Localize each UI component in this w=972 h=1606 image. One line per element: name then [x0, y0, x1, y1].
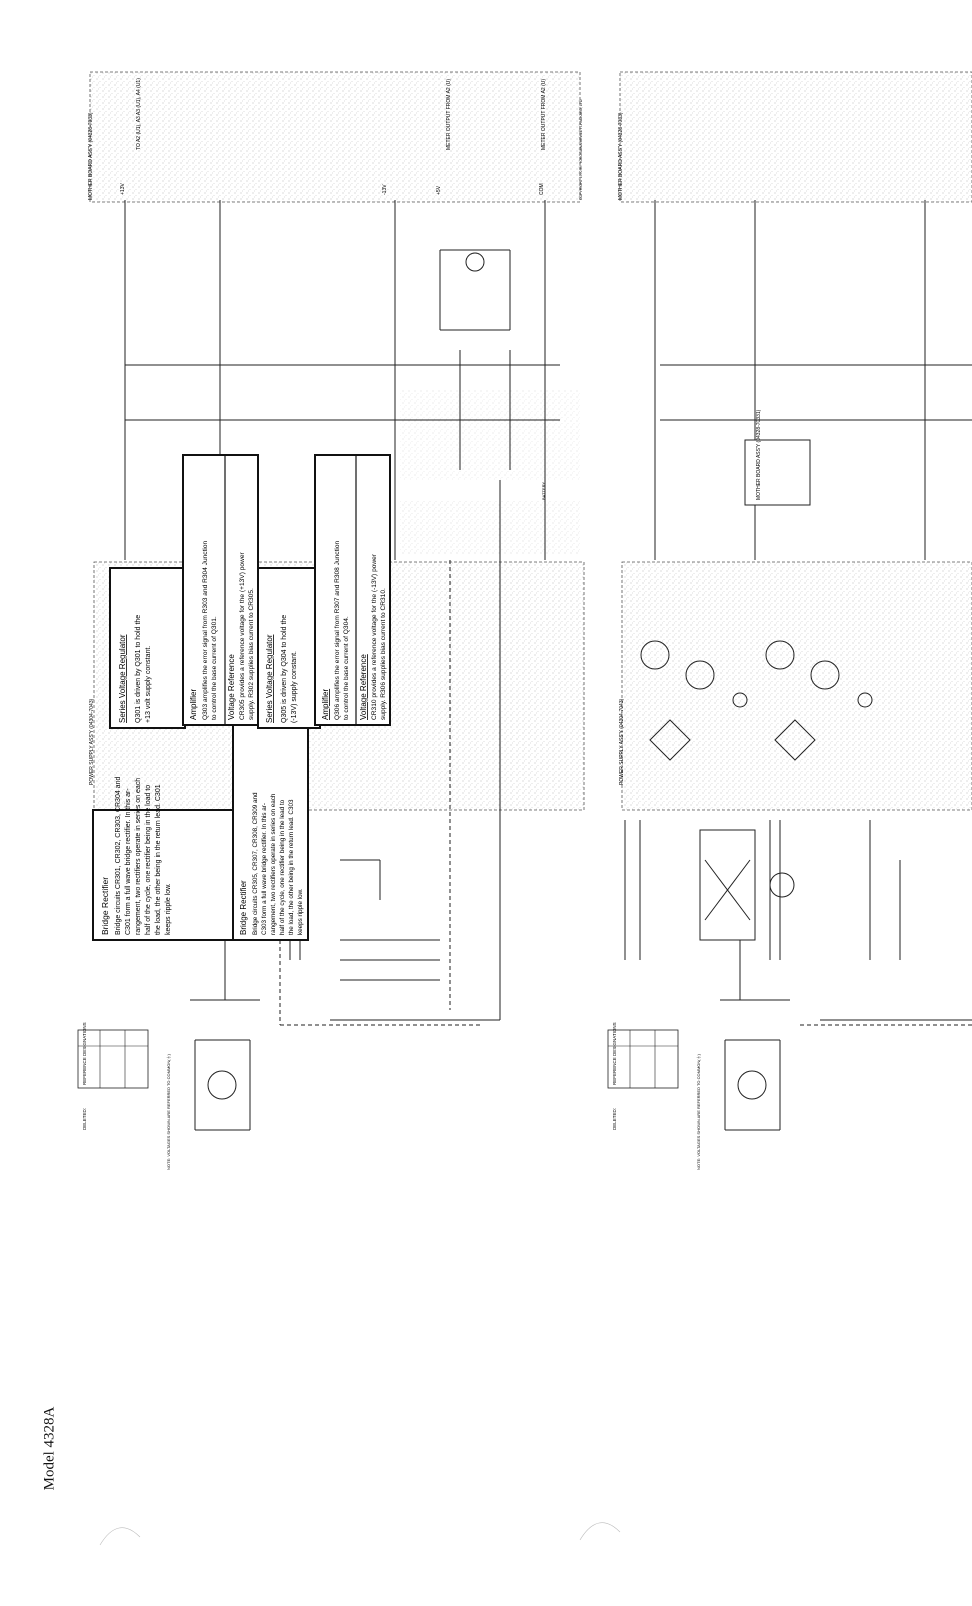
svg-text:Voltage Reference: Voltage Reference [359, 654, 368, 720]
svg-text:Amplifier: Amplifier [189, 689, 198, 720]
right-panel: REFERENCE DESIGNATIONS DELETED: NOTE: VO… [607, 71, 972, 1170]
output-label-2: METER OUTPUT FROM A2 (U) [446, 79, 452, 150]
svg-text:half of the cycle, one rectifi: half of the cycle, one rectifier being i… [145, 785, 152, 935]
output-label-3: METER OUTPUT FROM A2 (U) [541, 79, 547, 150]
svg-text:rangement, two rectifiers oper: rangement, two rectifiers operate in ser… [135, 778, 142, 935]
svg-text:keeps ripple low.: keeps ripple low. [165, 883, 172, 935]
svg-text:Series Voltage Regulator: Series Voltage Regulator [265, 634, 274, 723]
svg-text:Bridge circuits CR305, CR307,: Bridge circuits CR305, CR307, CR308, CR3… [252, 792, 259, 935]
page-mark-2 [579, 1522, 621, 1541]
left-mb-title: MOTHER BOARD ASS'Y (04328-7033) [88, 112, 94, 200]
rail-label-2: -13V [382, 184, 388, 195]
left-ref-header: REFERENCE DESIGNATIONS [82, 1022, 87, 1085]
svg-text:Amplifier: Amplifier [321, 689, 330, 720]
right-mb-title: MOTHER BOARD ASS'Y (04328-7033) [618, 112, 624, 200]
svg-text:+13 volt supply constant.: +13 volt supply constant. [145, 646, 152, 723]
right-inset-title: MOTHER BOARD ASS'Y (04328-70331) [756, 409, 762, 500]
svg-text:Bridge Rectifier: Bridge Rectifier [100, 877, 110, 935]
right-ref-table: REFERENCE DESIGNATIONS DELETED: [607, 1022, 679, 1130]
svg-text:the load, the other being in t: the load, the other being in the return … [155, 784, 162, 935]
rail-label-4: COM [539, 183, 545, 195]
svg-text:Series Voltage Regulator: Series Voltage Regulator [118, 634, 127, 723]
right-ps-title: POWER SUPPLY ASS'Y (04304-7043) [619, 698, 625, 785]
svg-text:to control the base current of: to control the base current of Q301. [211, 616, 218, 720]
right-ref-header: REFERENCE DESIGNATIONS [612, 1022, 617, 1085]
rail-label-3: +5V [436, 185, 442, 195]
callout-svr-1: Series Voltage Regulator Q301 is driven … [109, 567, 186, 729]
model-label-wrap: Model 4328A [20, 1390, 80, 1520]
rail-label-1: +13V [120, 183, 126, 195]
svg-text:(-13V) supply constant.: (-13V) supply constant. [291, 651, 298, 723]
callout-amp-1: Amplifier Q303 amplifies the error signa… [182, 454, 259, 726]
callout-svr-2: Series Voltage Regulator Q305 is driven … [257, 567, 321, 729]
svg-text:Bridge Rectifier: Bridge Rectifier [239, 880, 248, 935]
right-motherboard-region [619, 71, 972, 203]
svg-text:Voltage Reference: Voltage Reference [227, 654, 236, 720]
left-ref-table: REFERENCE DESIGNATIONS DELETED: [77, 1022, 149, 1130]
svg-text:half of the cycle, one rectifi: half of the cycle, one rectifier being i… [279, 799, 286, 935]
left-ps-title: POWER SUPPLY ASS'Y (04304-7043) [89, 698, 95, 785]
left-panel: REFERENCE DESIGNATIONS DELETED: NOTE: VO… [77, 71, 585, 1170]
callout-amp-2: Amplifier Q306 amplifies the error signa… [314, 454, 391, 726]
svg-text:C303 form a full wave bridge r: C303 form a full wave bridge rectifier. … [261, 803, 268, 935]
svg-text:CR310 provides a reference vol: CR310 provides a reference voltage for t… [371, 553, 378, 720]
right-powersupply-region [621, 561, 972, 811]
svg-text:CR305 provides a reference vol: CR305 provides a reference voltage for t… [239, 552, 246, 720]
output-label-1: TO A2 (U1), A3 A3 (U1), A4 (U1) [136, 78, 142, 150]
svg-text:Q305 is driven by Q304 to hold: Q305 is driven by Q304 to hold the [281, 615, 288, 723]
svg-text:supply. R302 supplies bias cur: supply. R302 supplies bias current to CR… [248, 588, 255, 720]
right-note: NOTE: VOLTAGES SHOWN ARE REFERRED TO COM… [695, 1053, 701, 1170]
left-copyright: COPYRIGHT 1970 BY YOKOGAWA-HEWLETT-PACKA… [579, 99, 583, 200]
left-battery: BATTERY [541, 482, 546, 500]
svg-text:Q301 is driven by Q301 to hold: Q301 is driven by Q301 to hold the [135, 615, 142, 723]
left-motherboard-region [89, 71, 581, 203]
left-deleted-label: DELETED: [82, 1108, 87, 1130]
svg-text:rangement, two rectifiers oper: rangement, two rectifiers operate in ser… [270, 793, 277, 935]
right-deleted-label: DELETED: [612, 1108, 617, 1130]
svg-text:to control the base current of: to control the base current of Q304. [343, 616, 350, 720]
callout-bridge-2: Bridge Rectifier Bridge circuits CR305, … [232, 724, 309, 941]
model-label: Model 4328A [41, 1406, 58, 1491]
svg-text:keeps ripple low.: keeps ripple low. [297, 888, 304, 935]
svg-text:Q306 amplifies the error signa: Q306 amplifies the error signal from R30… [334, 540, 341, 720]
page-mark-1 [99, 1527, 141, 1546]
callout-bridge-1: Bridge Rectifier Bridge circuits CR301, … [92, 777, 234, 941]
svg-text:Bridge circuits CR301, CR302,: Bridge circuits CR301, CR302, CR303, CR3… [115, 777, 122, 935]
svg-text:Q303 amplifies the error signa: Q303 amplifies the error signal from R30… [202, 540, 209, 720]
svg-text:supply. R306 supplies bias cur: supply. R306 supplies bias current to CR… [380, 588, 387, 720]
svg-text:C301 form a full wave bridge r: C301 form a full wave bridge rectifier. … [125, 788, 132, 935]
svg-text:the load, the other being in t: the load, the other being in the return … [288, 799, 295, 935]
left-note: NOTE: VOLTAGES SHOWN ARE REFERRED TO COM… [165, 1053, 171, 1170]
